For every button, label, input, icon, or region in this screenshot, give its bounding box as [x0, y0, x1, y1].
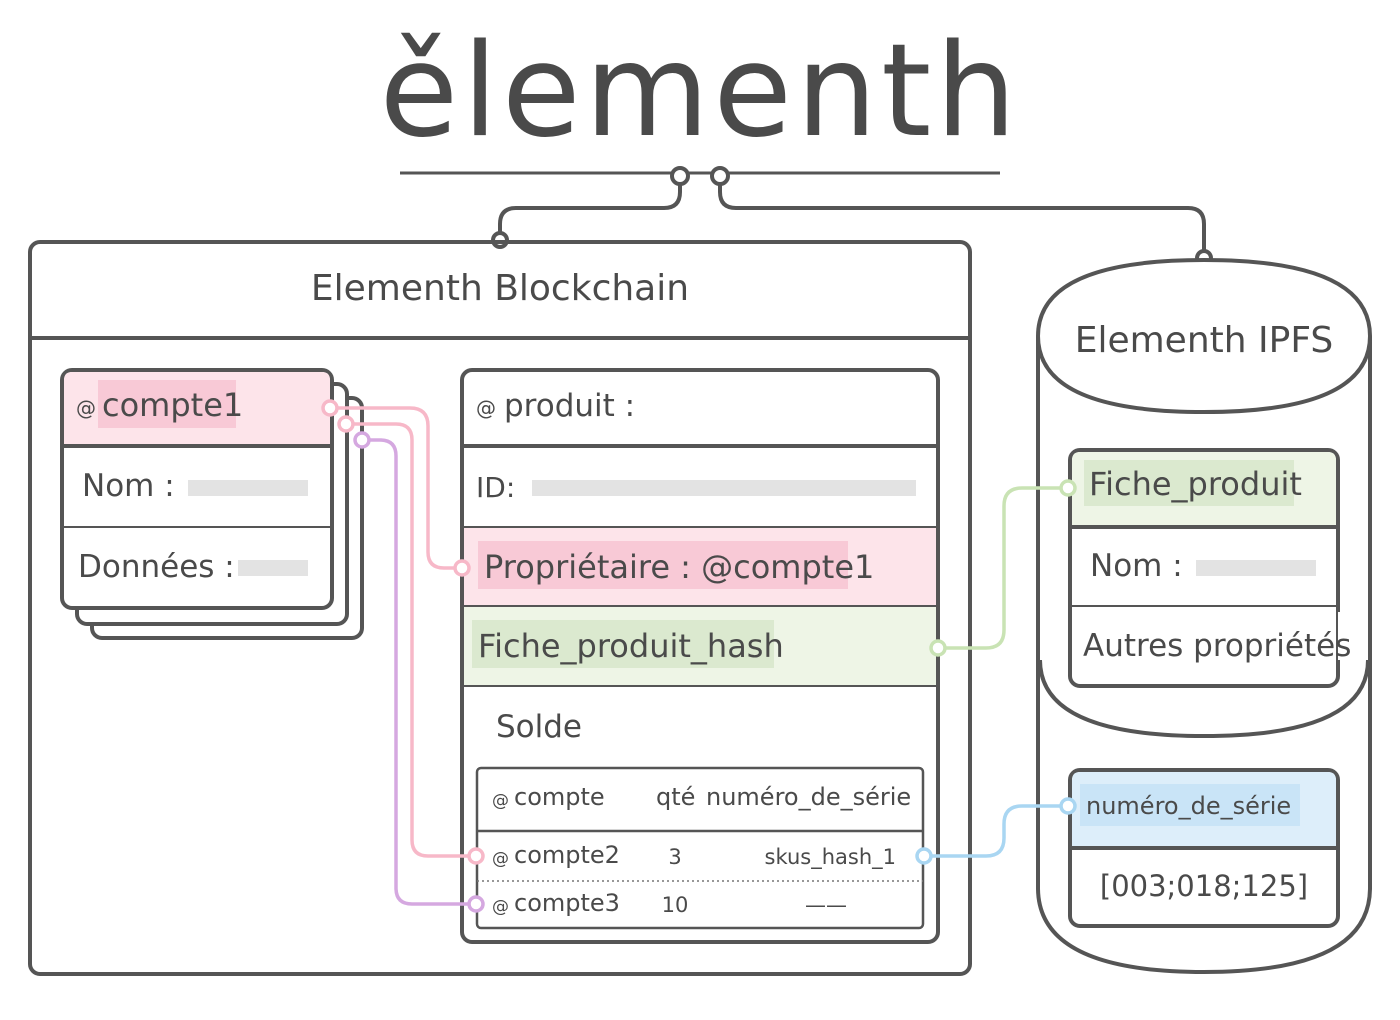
owner-link	[330, 406, 462, 570]
fiche-header-highlight	[1084, 460, 1294, 506]
fiche-overflow-mask	[1338, 612, 1368, 660]
connector-node	[710, 166, 730, 186]
fiche-hash-label: Fiche_produit_hash	[478, 627, 784, 665]
fiche-produit-header: Fiche_produit	[1089, 465, 1302, 503]
table-header-qte: qté	[656, 783, 695, 811]
connector-node	[1059, 797, 1077, 815]
serie-card: numéro_de_série [003;018;125]	[1068, 768, 1340, 928]
solde-table: @ compte qté numéro_de_série @ compte2 3…	[475, 766, 925, 930]
fiche-nom-placeholder	[1196, 560, 1316, 576]
at-icon: @	[492, 849, 509, 869]
row-serie: ——	[805, 893, 847, 917]
logo-to-ipfs-connector	[718, 176, 1206, 258]
connector-node	[915, 847, 933, 865]
at-icon: @	[492, 791, 509, 811]
compte2-link	[346, 422, 476, 858]
product-id-placeholder	[532, 480, 916, 496]
connector-node	[670, 166, 690, 186]
fiche-hash-link	[938, 486, 1068, 650]
table-row: @ compte2 3 skus_hash_1	[492, 841, 896, 870]
fiche-autres-label: Autres propriétés	[1083, 628, 1351, 664]
product-id-label: ID:	[476, 471, 515, 504]
at-icon: @	[76, 396, 96, 420]
serie-value: [003;018;125]	[1100, 869, 1308, 903]
connector-node	[353, 431, 371, 449]
fiche-nom-label: Nom :	[1090, 548, 1183, 584]
account-card: @ compte1 Nom : Données :	[62, 372, 332, 585]
product-header: produit :	[504, 388, 635, 424]
connector-node	[337, 415, 355, 433]
account-nom-placeholder	[188, 480, 308, 496]
serie-header: numéro_de_série	[1086, 792, 1291, 820]
account-donnees-label: Données :	[78, 549, 235, 585]
at-icon: @	[476, 396, 496, 420]
product-card: @ produit : ID: Propriétaire : @compte1 …	[460, 368, 940, 944]
account-label-highlight	[98, 380, 236, 428]
connector-node	[467, 847, 485, 865]
table-row: @ compte3 10 ——	[492, 889, 847, 917]
table-header-compte: compte	[514, 783, 605, 811]
row-qte: 3	[668, 845, 681, 869]
serie-header-highlight	[1080, 784, 1300, 826]
logo: ělementh	[380, 17, 1021, 166]
connector-node	[321, 399, 339, 417]
fiche-hash-highlight	[472, 620, 774, 668]
connector-node	[1059, 479, 1077, 497]
proprietaire-label: Propriétaire : @compte1	[484, 548, 874, 586]
at-icon: @	[492, 897, 509, 917]
account-nom-label: Nom :	[82, 468, 175, 504]
logo-to-blockchain-connector	[498, 176, 682, 240]
proprietaire-highlight	[478, 541, 848, 589]
row-serie: skus_hash_1	[765, 845, 897, 870]
account-header: compte1	[102, 386, 243, 424]
row-compte: compte2	[514, 841, 620, 869]
connector-node	[453, 559, 471, 577]
blockchain-title: Elementh Blockchain	[311, 268, 689, 309]
compte3-link	[362, 438, 476, 906]
connector-node	[929, 639, 947, 657]
row-compte: compte3	[514, 889, 620, 917]
blockchain-container: Elementh Blockchain	[28, 240, 972, 976]
connector-node	[467, 895, 485, 913]
solde-label: Solde	[496, 709, 582, 745]
skus-hash-link	[924, 804, 1068, 858]
account-donnees-placeholder	[238, 560, 308, 576]
row-qte: 10	[662, 893, 689, 917]
fiche-produit-card: Fiche_produit Nom : Autres propriétés	[1068, 448, 1368, 688]
table-header-serie: numéro_de_série	[706, 783, 911, 811]
ipfs-title: Elementh IPFS	[1075, 320, 1334, 361]
